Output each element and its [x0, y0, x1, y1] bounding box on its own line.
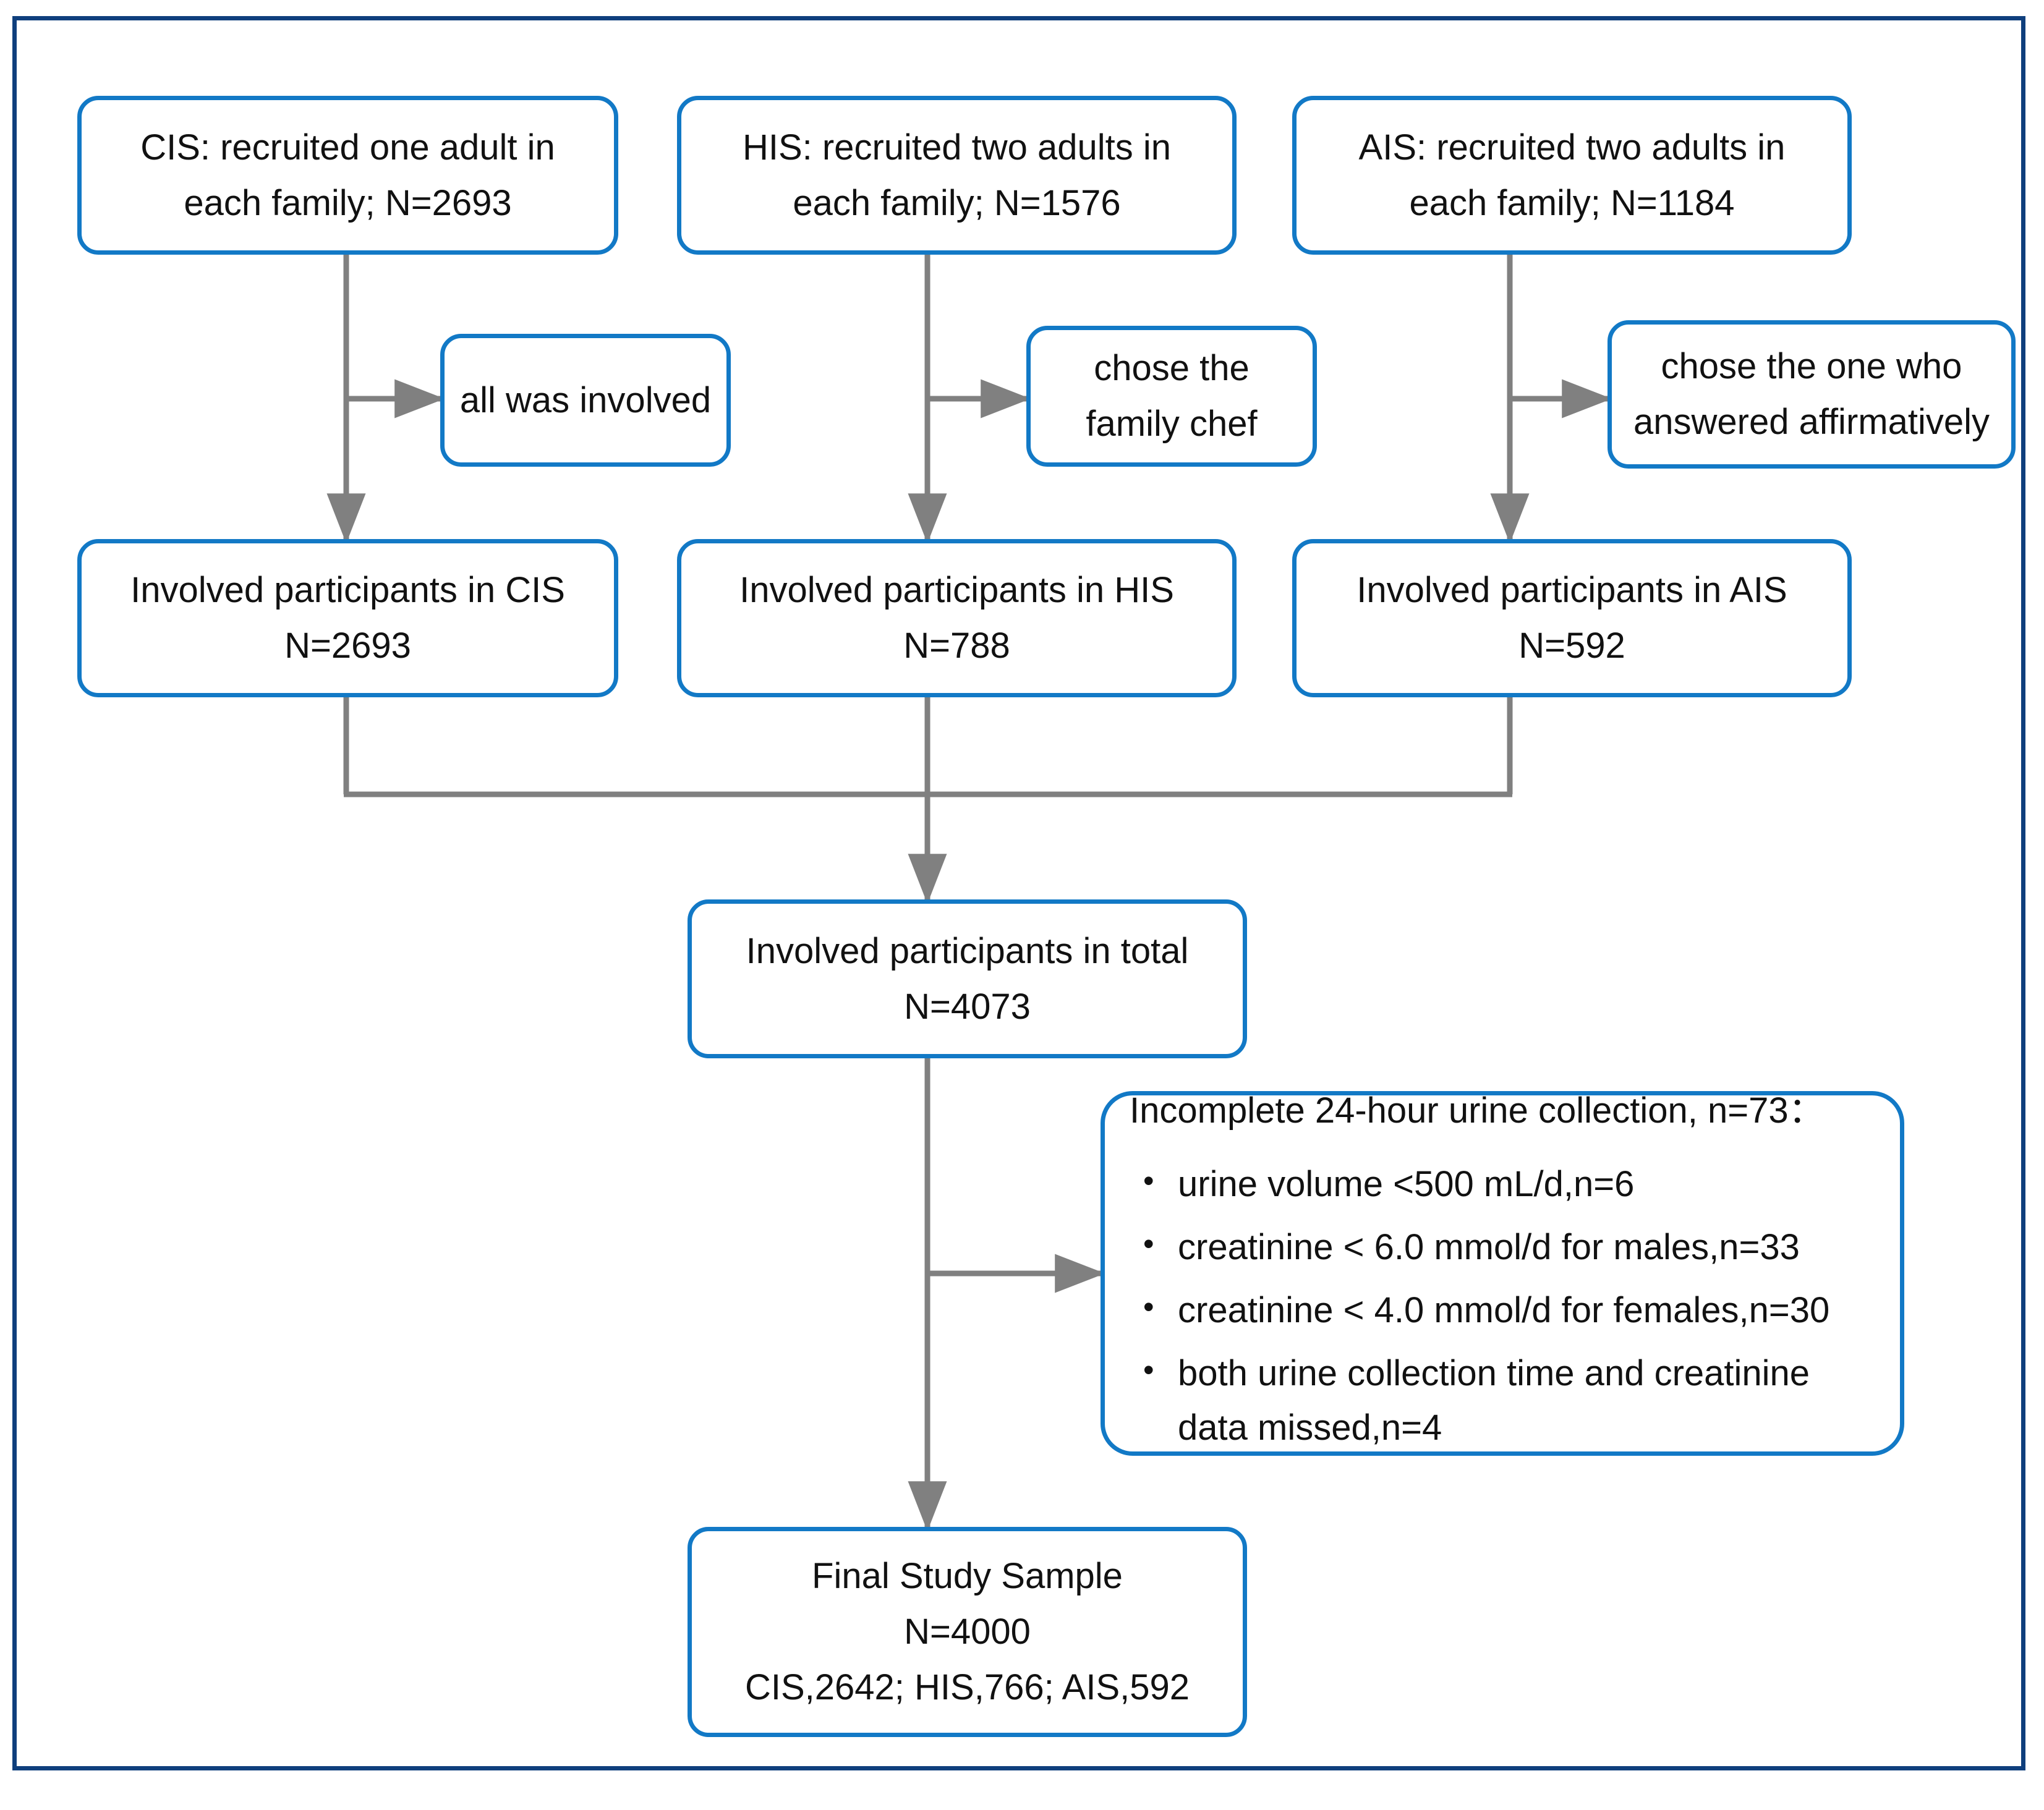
exclusion-item: • urine volume <500 mL/d,n=6	[1138, 1157, 1829, 1212]
node-his-source-line2: each family; N=1576	[793, 182, 1121, 223]
node-final-sample-line3: CIS,2642; HIS,766; AIS,592	[744, 1667, 1190, 1707]
node-cis-rule: all was involved	[440, 334, 731, 467]
bullet-icon: •	[1143, 1163, 1154, 1198]
exclusion-list: • urine volume <500 mL/d,n=6 • creatinin…	[1130, 1149, 1829, 1464]
bullet-icon: •	[1143, 1289, 1154, 1324]
node-his-involved: Involved participants in HIS N=788	[677, 539, 1237, 697]
exclusion-item-text: creatinine < 6.0 mmol/d for males,n=33	[1178, 1226, 1800, 1267]
node-his-involved-line2: N=788	[903, 626, 1010, 666]
node-final-sample-line2: N=4000	[904, 1612, 1031, 1652]
node-his-source: HIS: recruited two adults in each family…	[677, 96, 1237, 255]
node-his-rule: chose the family chef	[1026, 326, 1317, 467]
node-ais-rule: chose the one who answered affirmatively	[1608, 320, 2016, 469]
node-exclusion: Incomplete 24-hour urine collection, n=7…	[1101, 1090, 1904, 1456]
node-cis-source: CIS: recruited one adult in each family;…	[77, 96, 618, 255]
node-cis-rule-line1: all was involved	[459, 380, 712, 420]
node-cis-source-line1: CIS: recruited one adult in	[140, 127, 555, 168]
node-total-involved-line2: N=4073	[904, 986, 1031, 1027]
exclusion-item: • both urine collection time and creatin…	[1138, 1346, 1829, 1455]
exclusion-item: • creatinine < 6.0 mmol/d for males,n=33	[1138, 1220, 1829, 1275]
node-final-sample: Final Study Sample N=4000 CIS,2642; HIS,…	[688, 1527, 1247, 1737]
exclusion-title: Incomplete 24-hour urine collection, n=7…	[1130, 1090, 1825, 1131]
exclusion-item-text: both urine collection time and creatinin…	[1178, 1353, 1810, 1394]
node-cis-involved-line1: Involved participants in CIS	[130, 570, 565, 611]
node-ais-rule-line2: answered affirmatively	[1633, 402, 1990, 442]
node-his-rule-line1: chose the	[1094, 348, 1250, 389]
node-cis-source-line2: each family; N=2693	[184, 182, 512, 223]
exclusion-item-text: creatinine < 4.0 mmol/d for females,n=30	[1178, 1290, 1830, 1330]
exclusion-item-text: urine volume <500 mL/d,n=6	[1178, 1163, 1635, 1204]
exclusion-item: • creatinine < 4.0 mmol/d for females,n=…	[1138, 1283, 1829, 1338]
node-ais-source-line2: each family; N=1184	[1409, 182, 1735, 223]
node-total-involved: Involved participants in total N=4073	[688, 899, 1247, 1058]
node-ais-rule-line1: chose the one who	[1661, 346, 1962, 387]
bullet-icon: •	[1143, 1226, 1154, 1261]
node-ais-source-line1: AIS: recruited two adults in	[1358, 127, 1786, 168]
node-ais-involved: Involved participants in AIS N=592	[1292, 539, 1852, 697]
node-final-sample-line1: Final Study Sample	[812, 1556, 1123, 1597]
node-ais-involved-line1: Involved participants in AIS	[1356, 570, 1787, 611]
node-his-involved-line1: Involved participants in HIS	[739, 570, 1174, 611]
bullet-icon: •	[1143, 1353, 1154, 1388]
node-total-involved-line1: Involved participants in total	[746, 930, 1189, 971]
exclusion-item-text-cont: data missed,n=4	[1178, 1408, 1442, 1448]
node-ais-involved-line2: N=592	[1518, 626, 1625, 666]
node-his-source-line1: HIS: recruited two adults in	[742, 127, 1172, 168]
node-cis-involved: Involved participants in CIS N=2693	[77, 539, 618, 697]
node-his-rule-line2: family chef	[1086, 404, 1258, 444]
node-ais-source: AIS: recruited two adults in each family…	[1292, 96, 1852, 255]
node-cis-involved-line2: N=2693	[284, 626, 411, 666]
